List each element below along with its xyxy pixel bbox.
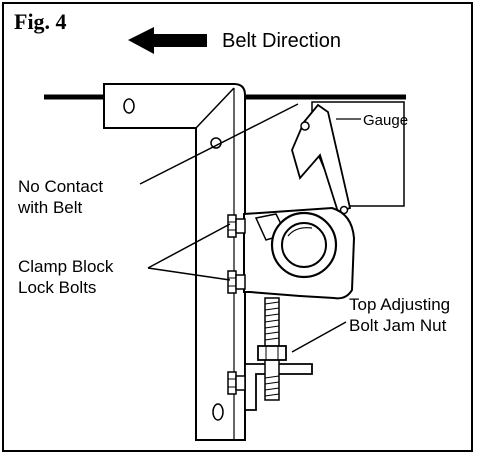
figure-title: Fig. 4 <box>14 9 67 34</box>
gauge-arm-bolt <box>300 121 310 131</box>
figure-frame <box>2 2 473 452</box>
belt-direction-label: Belt Direction <box>222 30 341 52</box>
belt-direction-arrow-icon <box>128 27 207 54</box>
jam-nut-leader <box>291 321 347 353</box>
bracket-hole-top <box>123 98 135 114</box>
gauge-label: Gauge <box>363 112 409 129</box>
top-adjusting-label-line1: Top Adjusting <box>349 295 451 314</box>
mounting-bracket <box>103 83 246 441</box>
no-contact-label-line2: with Belt <box>18 198 83 217</box>
clamp-block-label-line2: Lock Bolts <box>18 278 97 297</box>
clamp-block-leader-lower <box>147 267 231 281</box>
clamp-lock-bolt-upper <box>227 214 246 238</box>
bracket-inner-bend <box>195 87 235 129</box>
no-contact-label-line1: No Contact <box>18 177 104 196</box>
clamp-shaft-highlight <box>287 227 313 237</box>
clamp-block-label-line1: Clamp Block <box>18 257 114 276</box>
clamp-lock-bolt-lower <box>227 270 246 294</box>
bracket-lower-bolt <box>227 371 246 395</box>
clamp-block-label: Clamp Block Lock Bolts <box>18 256 113 298</box>
top-adjusting-label: Top Adjusting Bolt Jam Nut <box>349 294 450 336</box>
bracket-hole-bottom <box>212 403 224 421</box>
jam-nut <box>257 345 287 361</box>
no-contact-leader <box>139 103 299 185</box>
no-contact-label: No Contact with Belt <box>18 176 103 218</box>
top-adjusting-label-line2: Bolt Jam Nut <box>349 316 447 335</box>
clamp-shaft-inner <box>281 222 327 268</box>
clamp-block-leader-upper <box>147 223 231 269</box>
